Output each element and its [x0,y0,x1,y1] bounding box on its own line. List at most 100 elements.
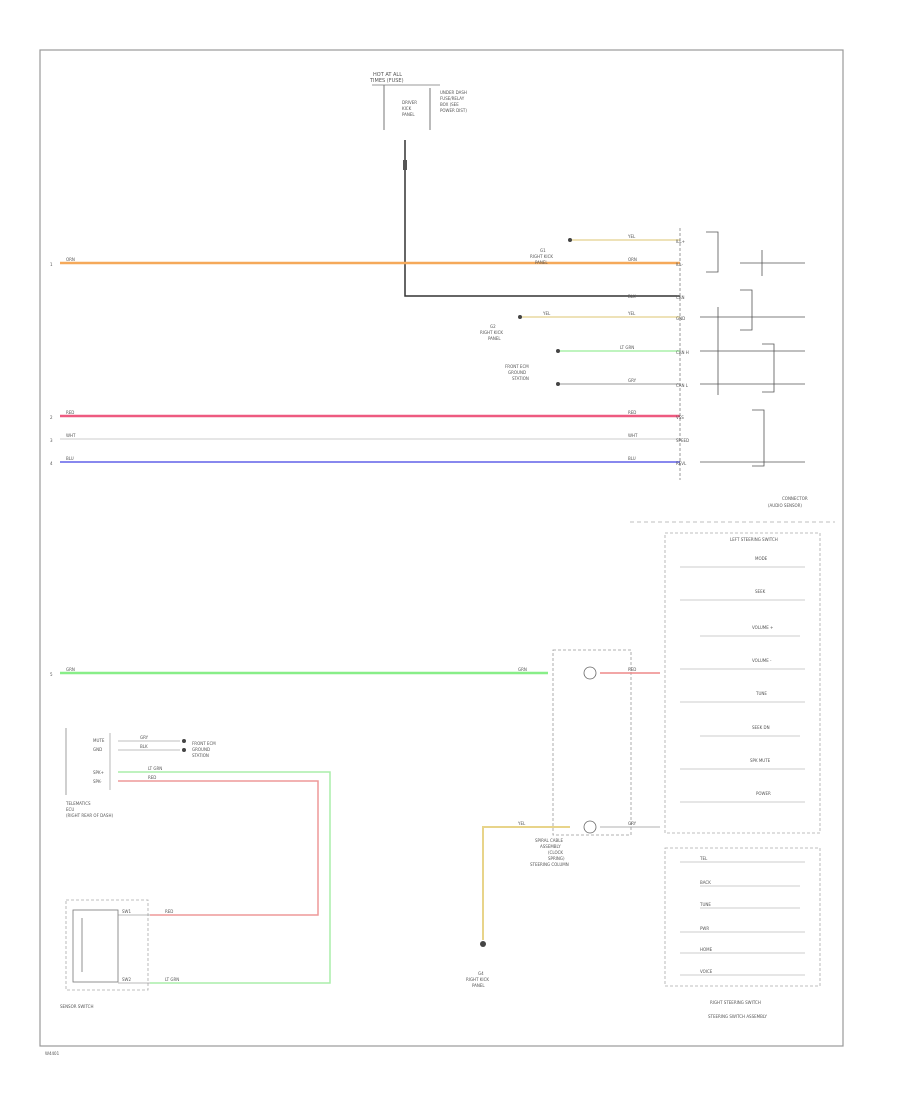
green-wire-label-left: GRN [66,667,75,672]
conn-pin-1: ILL- [676,262,684,267]
white-wire-label-right: WHT [628,433,638,438]
steering-assy-label: STEERING SWITCH ASSEMBLY [708,1014,768,1019]
top-connector-line5: PANEL [402,112,415,117]
left-switch-row-3: VOLUME - [680,658,805,670]
left-switch-item-4: TUNE [755,691,767,696]
g4-label-1: G4 [478,971,484,976]
white-wire: 3 WHT WHT [50,433,680,443]
sensor-switch-pin-0: SW1 [122,909,131,914]
right-switch-item-2: TUNE [699,902,711,907]
top-connector: HOT AT ALL TIMES (FUSE) DRIVER KICK PANE… [369,72,467,130]
g1-label-1: G1 [540,248,546,253]
left-module-label-2: ECU [66,807,74,812]
green-wire-label-right: GRN [518,667,527,672]
right-switch-item-3: PWR [700,926,709,931]
left-module-black-label: BLK [140,744,148,749]
white-wire-label-left: WHT [66,433,76,438]
left-pin-5: 5 [50,672,53,677]
g4-label-3: PANEL [472,983,485,988]
left-module-label-1: TELEMATICS [65,801,91,806]
clock-spring-label-5: STEERING COLUMN [530,862,569,867]
black-wire: BLK [403,140,680,299]
left-switch-row-0: MODE [680,556,805,568]
left-module-pin-0: MUTE [93,738,105,743]
g2-label-3: PANEL [488,336,501,341]
blue-wire: 4 BLU BLU [50,456,680,466]
right-switch-item-4: HOME [700,947,713,952]
right-switch-row-3: PWR [680,926,805,933]
red-wire: 2 RED RED [50,410,680,420]
left-pin-2: 2 [50,415,53,420]
clock-spring-label-4: SPRING) [548,856,565,861]
g4-label-2: RIGHT KICK [466,977,489,982]
right-switch-row-5: VOICE [680,969,805,976]
left-switch-item-2: VOLUME + [752,625,773,630]
left-module: MUTE GND SPK+ SPK- FRONT ECM GROUND STAT… [65,728,216,818]
red-label-3: RED [165,909,173,914]
clock-spring-label-1: SPIRAL CABLE [535,838,563,843]
blue-wire-label-left: BLU [66,456,74,461]
left-switch-item-6: SPK MUTE [750,758,771,763]
yellow-wire-label-1: YEL [627,234,636,239]
red-wire-label-right: RED [628,410,636,415]
orange-wire-label-left: ORN [66,257,75,262]
right-switch-item-1: BACK [700,880,711,885]
g5-label-2: GROUND [192,747,210,752]
g3-label-1: FRONT ECM [505,364,529,369]
conn-pin-6: VSS [676,415,684,420]
sensor-switch: SW1 SW2 SENSOR SWITCH [60,899,150,1009]
right-switch-row-2: TUNE [699,902,800,909]
left-module-pin-1: GND [93,747,102,752]
g3-label-3: STATION [512,376,529,381]
left-switch-row-6: SPK MUTE [680,758,805,770]
left-steering-switch: LEFT STEERING SWITCH MODE SEEK VOLUME + … [664,532,821,834]
black-wire-label: BLK [628,294,636,299]
green-wire: 5 GRN GRN [50,667,548,677]
lt-grn-label-2: LT GRN [148,766,162,771]
top-connector-line3: DRIVER [402,100,417,105]
g5-label-1: FRONT ECM [192,741,216,746]
left-switch-item-3: VOLUME - [752,658,772,663]
lt-grn-label-3: LT GRN [165,977,179,982]
left-switch-row-1: SEEK [680,589,805,601]
gray-wire-label-1: GRY [628,378,637,383]
right-steering-switch: TEL BACK TUNE PWR HOME VOICE RIGHT STEER… [664,847,821,1019]
top-connector-right2: FUSE/RELAY [440,96,465,101]
yellow-ground-wire: YEL G4 RIGHT KICK PANEL [466,821,570,988]
left-pin-4: 4 [50,461,53,466]
yellow-wire-label-3: YEL [627,311,636,316]
conn-pin-0: ILL+ [676,239,685,244]
clock-spring: RED GRY SPIRAL CABLE ASSEMBLY (CLOCK SPR… [530,649,660,867]
blue-wire-label-right: BLU [628,456,636,461]
left-switch-title: LEFT STEERING SWITCH [730,537,778,542]
clock-spring-gray-label: GRY [628,821,637,826]
conn-pin-4: CAN H [676,350,689,355]
figure-code: W4401 [45,1051,60,1056]
g2-label-2: RIGHT KICK [480,330,503,335]
g5-label-3: STATION [192,753,209,758]
diagram-frame [39,49,844,1047]
orange-wire: 1 ORN ORN [50,257,680,267]
g3-label-2: GROUND [508,370,526,375]
right-switch-item-5: VOICE [700,969,713,974]
left-pin-3: 3 [50,438,53,443]
red-label-2: RED [148,775,156,780]
sensor-switch-pin-1: SW2 [122,977,131,982]
sensor-switch-label: SENSOR SWITCH [60,1004,93,1009]
connector-right-subtitle: (AUDIO SENSOR) [768,503,802,508]
left-module-pin-3: SPK- [93,779,102,784]
top-connector-line4: KICK [402,106,412,111]
left-switch-row-7: POWER [680,791,805,803]
left-module-label-3: (RIGHT REAR OF DASH) [66,813,113,818]
conn-pin-7: SPEED [676,438,689,443]
top-connector-right1: UNDER DASH [440,90,467,95]
left-switch-row-5: SEEK DN [700,725,800,737]
conn-pin-5: CAN L [676,383,689,388]
right-switch-title: RIGHT STEERING SWITCH [710,1000,761,1005]
left-switch-item-7: POWER [756,791,771,796]
top-connector-right3: BOX (SEE [440,102,459,107]
left-pin-1: 1 [50,262,53,267]
conn-pin-3: GND [676,316,685,321]
lt-grn-label-1: LT GRN [620,345,634,350]
